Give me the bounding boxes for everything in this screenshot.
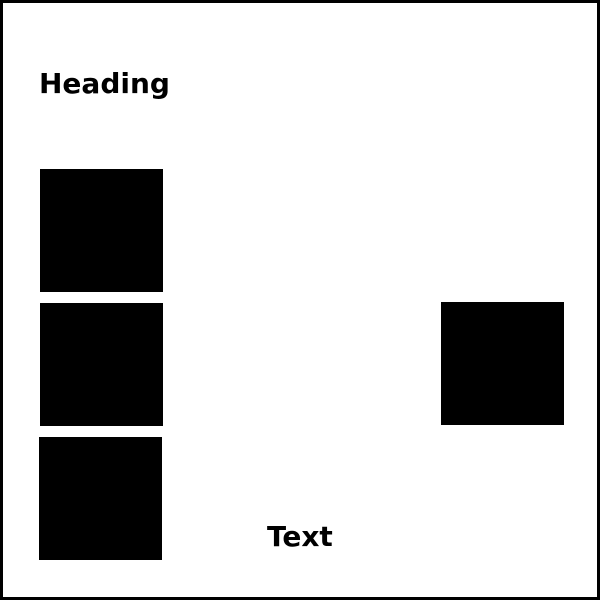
black-square-left-top (40, 169, 163, 292)
black-square-left-middle (40, 303, 163, 426)
black-square-right (441, 302, 564, 425)
body-text: Text (267, 520, 333, 553)
black-square-left-bottom (39, 437, 162, 560)
page-heading: Heading (39, 67, 170, 100)
